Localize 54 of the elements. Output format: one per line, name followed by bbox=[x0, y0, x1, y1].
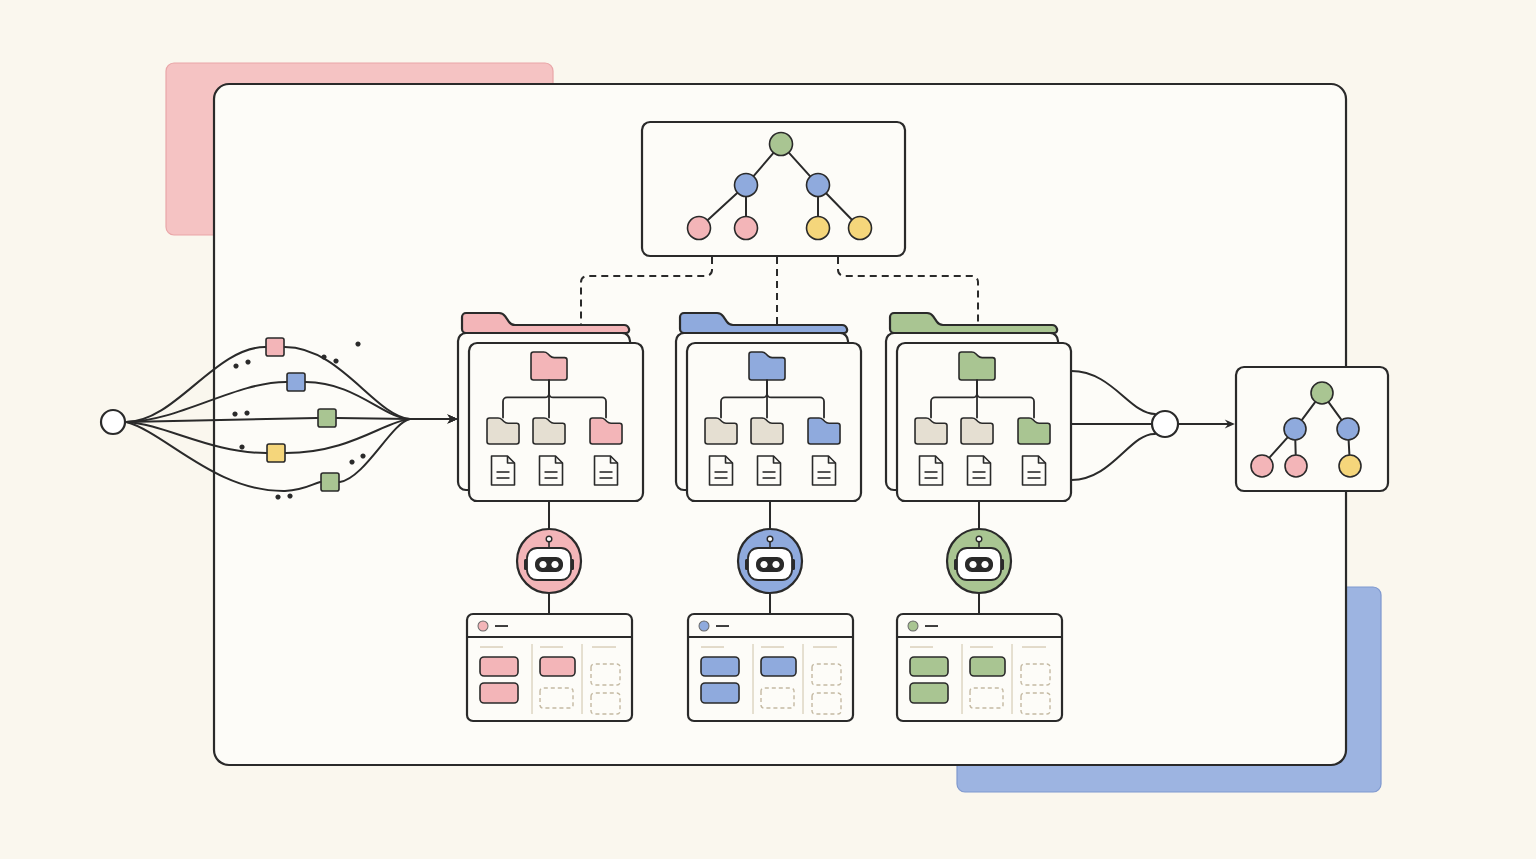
connector-line bbox=[1268, 436, 1289, 459]
tree-circle bbox=[1250, 454, 1274, 478]
folder-icon bbox=[807, 417, 841, 445]
tree-circle bbox=[1336, 417, 1360, 441]
connector-line bbox=[978, 500, 980, 529]
tree-circle bbox=[1310, 381, 1334, 405]
data-square bbox=[320, 472, 340, 492]
folder-icon bbox=[589, 417, 623, 445]
connector-line bbox=[769, 593, 771, 614]
data-square bbox=[266, 443, 286, 463]
connector-line bbox=[1070, 370, 1157, 416]
tree-circle bbox=[1338, 454, 1362, 478]
connector-line bbox=[825, 192, 853, 221]
tree-circle bbox=[686, 215, 712, 241]
connector-line bbox=[125, 421, 322, 492]
folder-icon bbox=[532, 417, 566, 445]
folder-icon bbox=[704, 417, 738, 445]
data-square bbox=[265, 337, 285, 357]
tree-circle bbox=[1284, 454, 1308, 478]
data-square bbox=[286, 372, 306, 392]
connector-line bbox=[978, 593, 980, 614]
tree-card bbox=[640, 120, 907, 258]
folder-icon bbox=[914, 417, 948, 445]
connector-line bbox=[1327, 401, 1343, 421]
folder-icon bbox=[750, 417, 784, 445]
dashed-line bbox=[776, 256, 778, 326]
data-square bbox=[317, 408, 337, 428]
folder-icon bbox=[958, 351, 996, 381]
tree-circle bbox=[805, 172, 831, 198]
folder-icon bbox=[748, 351, 786, 381]
folder-icon bbox=[1017, 417, 1051, 445]
connector-line bbox=[707, 192, 738, 221]
connector-line bbox=[548, 593, 550, 614]
connector-line bbox=[769, 500, 771, 529]
folder-icon bbox=[486, 417, 520, 445]
tree-circle bbox=[733, 172, 759, 198]
folder-icon bbox=[530, 351, 568, 381]
connector-line bbox=[1294, 439, 1297, 456]
connector-line bbox=[788, 152, 811, 177]
connector-line bbox=[125, 421, 268, 454]
connector-line bbox=[1070, 423, 1152, 425]
tree-circle bbox=[733, 215, 759, 241]
tree-circle bbox=[847, 215, 873, 241]
connector-line bbox=[1070, 433, 1157, 481]
connector-line bbox=[548, 500, 550, 529]
connector-line bbox=[745, 196, 747, 217]
tree-circle bbox=[805, 215, 831, 241]
folder-icon bbox=[960, 417, 994, 445]
connector-line bbox=[1347, 439, 1351, 456]
tree-circle bbox=[768, 131, 794, 157]
connector-line bbox=[1301, 401, 1316, 421]
connector-line bbox=[753, 152, 774, 177]
connector-line bbox=[817, 196, 819, 217]
tree-circle bbox=[1283, 417, 1307, 441]
